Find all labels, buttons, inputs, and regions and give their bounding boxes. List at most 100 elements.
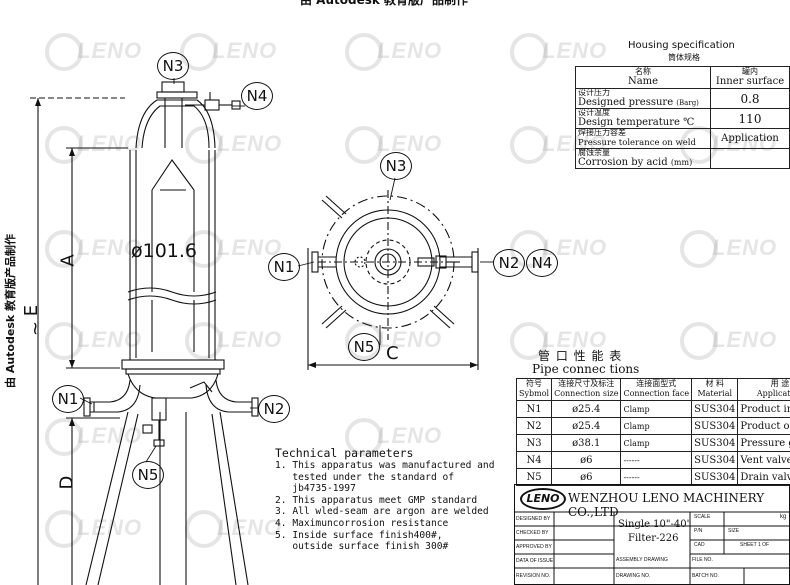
top-dome xyxy=(135,99,216,149)
product-line2: Filter-226 xyxy=(628,533,679,544)
pipe-cell: Clamp xyxy=(620,400,693,418)
spec-row-value: 110 xyxy=(710,108,790,129)
pipe-cell: ø6 xyxy=(551,468,622,486)
spec-row-cn: 设计温度 xyxy=(578,108,610,117)
pipe-header-cn: 连接面型式 xyxy=(636,379,677,388)
product-line1: Single 10"-40" xyxy=(618,519,692,530)
top-header-partial: 由 Autodesk 教育版产品制作 xyxy=(300,0,469,7)
spec-row-unit: (mm) xyxy=(670,158,693,167)
spec-row-cn: 设计压力 xyxy=(578,88,610,97)
break-line xyxy=(127,287,217,297)
spec-row-en: Design temperature xyxy=(578,117,680,128)
spec-row-en: Designed pressure xyxy=(578,97,674,108)
pipe-cell: SUS304 xyxy=(691,417,739,435)
pipe-cell: Pressure guage xyxy=(737,434,790,452)
pipe-cell: N2 xyxy=(515,417,553,435)
cad-label: CAD xyxy=(694,542,705,548)
designed-by-label: DESIGNED BY xyxy=(516,516,551,522)
spec-row-en: Pressure tolerance on weld xyxy=(578,138,696,148)
technical-item: outside surface finish 300# xyxy=(275,541,449,553)
table-row: N4 ø6 ------ SUS304 Vent valve xyxy=(515,451,790,469)
spec-row-value: Application xyxy=(710,128,790,149)
spec-row-en: Corrosion by acid xyxy=(578,157,668,168)
technical-item: 5. Inside surface finish400#, xyxy=(275,529,443,541)
top-flange xyxy=(156,91,198,99)
pipe-cell: ------ xyxy=(620,451,693,469)
table-row: N3 ø38.1 Clamp SUS304 Pressure guage xyxy=(515,434,790,452)
pipe-header-en: Material xyxy=(697,389,733,398)
drawing-no-label: DRAWING NO. xyxy=(616,573,651,579)
n1-plan-balloon: N1 xyxy=(268,253,300,281)
pipe-cell: ø38.1 xyxy=(551,434,622,452)
pipe-cell: SUS304 xyxy=(691,434,739,452)
pipe-cell: ------ xyxy=(620,468,693,486)
housing-spec-title-cn: 筒体规格 xyxy=(668,53,700,62)
dim-tilde-label: ~ xyxy=(25,320,47,337)
spec-header-value: Inner surface xyxy=(715,76,785,87)
diameter-label: ø101.6 xyxy=(131,240,198,262)
company-name: WENZHOU LENO MACHINERY CO.,LTD xyxy=(568,491,765,519)
data-of-issue-label: DATA OF ISSUE xyxy=(516,558,554,564)
n4-balloon: N4 xyxy=(241,82,273,110)
pipe-cell: Drain valve xyxy=(737,468,790,486)
n5-plan-balloon: N5 xyxy=(348,333,380,361)
technical-item: 3. All wled-seam are argon are welded xyxy=(275,506,489,518)
pipe-cell: Product outlet xyxy=(737,417,790,435)
pipe-header-cn: 连接尺寸及标注 xyxy=(558,379,615,388)
pipe-cell: Clamp xyxy=(620,417,693,435)
pipe-cell: Product inlet xyxy=(737,400,790,418)
pipe-header-cn: 用 途 xyxy=(770,379,790,388)
spec-header-name: Name xyxy=(627,76,659,87)
technical-item: jb4735-1997 xyxy=(275,483,356,495)
pipe-cell: SUS304 xyxy=(691,468,739,486)
pipe-header-en: Application xyxy=(756,389,790,398)
n2-balloon: N2 xyxy=(258,395,290,423)
file-no-label: FILE NO. xyxy=(692,557,713,563)
pipe-cell: ø25.4 xyxy=(551,417,622,435)
pipe-header-en: Connection size xyxy=(554,389,619,398)
approved-by-label: APPROVED BY xyxy=(516,544,552,550)
bottom-head xyxy=(127,373,219,399)
sheet-label: SHEET 1 OF xyxy=(740,542,770,548)
dim-a-label: A xyxy=(57,254,79,267)
pipe-cell: N5 xyxy=(515,468,553,486)
pipe-cell: Clamp xyxy=(620,434,693,452)
pipe-cell: ø6 xyxy=(551,451,622,469)
pipe-cell: ø25.4 xyxy=(551,400,622,418)
cartridge-top xyxy=(151,159,195,191)
pipe-cell: SUS304 xyxy=(691,451,739,469)
dim-d-label: D xyxy=(56,475,78,490)
pipe-cell: SUS304 xyxy=(691,400,739,418)
table-row: N5 ø6 ------ SUS304 Drain valve xyxy=(515,468,790,486)
n4-plan-balloon: N4 xyxy=(526,249,558,277)
dim-c-label: C xyxy=(386,343,399,364)
technical-item: tested under the standard of xyxy=(275,471,455,483)
n3-plan-balloon: N3 xyxy=(380,152,412,180)
spec-header-value-cn: 罐内 xyxy=(742,67,758,76)
n2-plan-balloon: N2 xyxy=(493,249,525,277)
pipe-header-cn: 材 料 xyxy=(705,379,725,388)
technical-parameters: Technical parameters 1. This apparatus w… xyxy=(275,446,510,553)
pipe-header-cn: 符号 xyxy=(526,379,543,388)
batch-no-label: BATCH NO. xyxy=(692,573,719,579)
pipe-header-en: Connection face xyxy=(623,389,690,398)
plan-view xyxy=(311,190,479,340)
pipe-cell: Vent valve xyxy=(737,451,790,469)
technical-item: 4. Maximuncorrosion resistance xyxy=(275,517,449,529)
table-row: N1 ø25.4 Clamp SUS304 Product inlet xyxy=(515,400,790,418)
spec-header-name-cn: 名称 xyxy=(635,67,651,76)
spec-row-unit: (Barg) xyxy=(676,99,699,107)
checked-by-label: CHECKED BY xyxy=(516,530,549,536)
leno-logo: LENO xyxy=(520,488,566,510)
pipe-header-en: Sybmol xyxy=(519,389,550,398)
pipe-table-title: Pipe connec tions xyxy=(532,362,640,376)
pipe-table-title-cn: 管 口 性 能 表 xyxy=(538,349,623,363)
dim-e-label: E xyxy=(21,304,43,317)
assembly-drawing-label: ASSEMBLY DRAWING xyxy=(616,557,668,563)
spec-row-value xyxy=(710,148,790,169)
technical-title: Technical parameters xyxy=(275,446,414,460)
n5-balloon: N5 xyxy=(132,461,164,489)
